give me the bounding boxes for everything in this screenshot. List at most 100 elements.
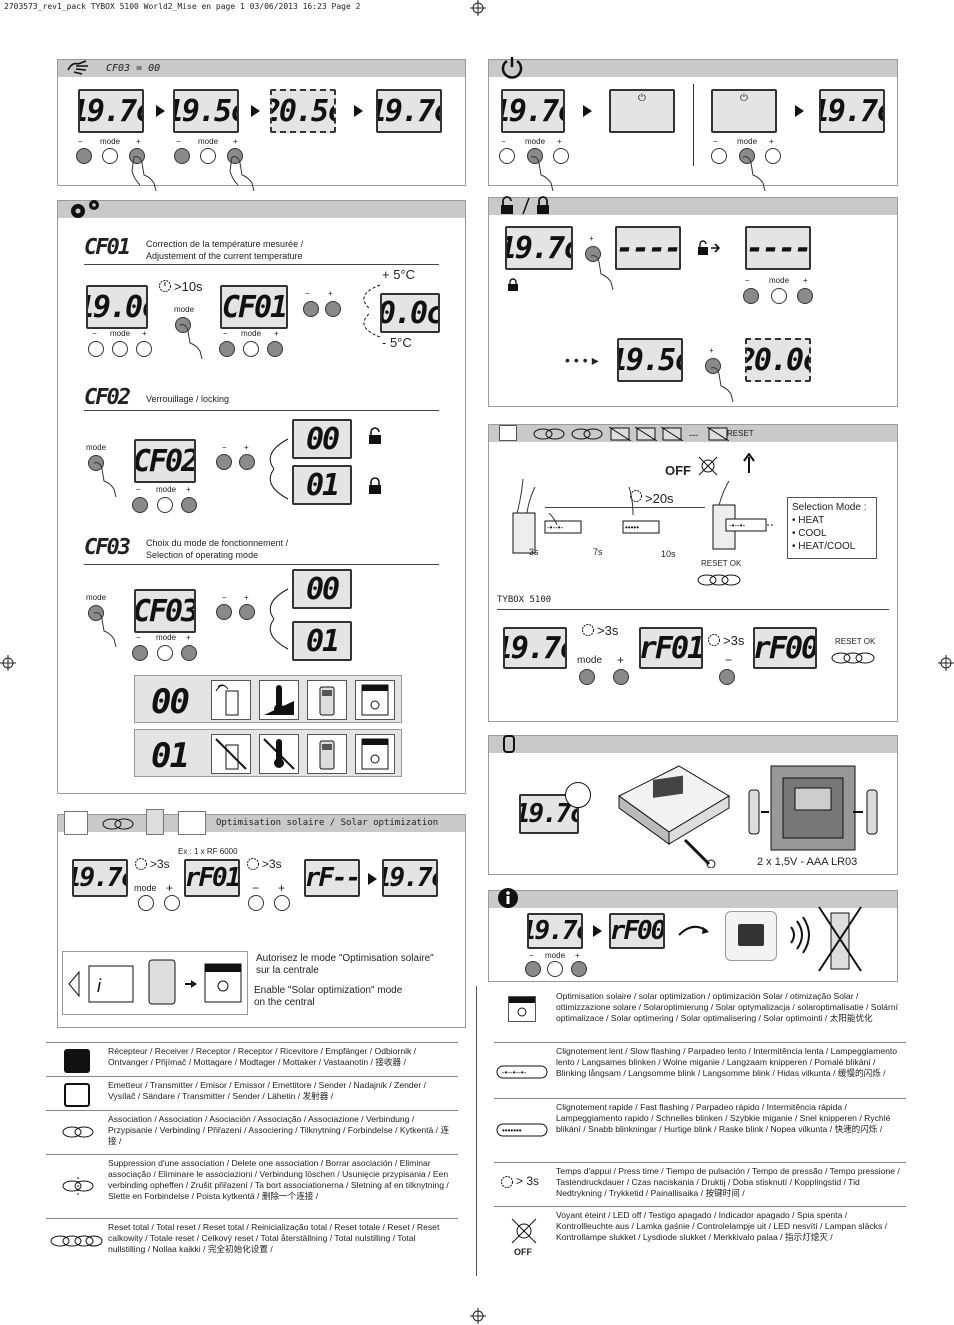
solar-central-icon <box>508 996 536 1022</box>
plus-button[interactable] <box>181 645 197 661</box>
choice-arrows-icon <box>258 429 290 509</box>
svg-text:-•--•-: -•--•- <box>547 523 564 532</box>
lcd-display-off: ⏻ <box>609 89 675 133</box>
plus-button[interactable] <box>164 895 180 911</box>
timer-icon <box>158 279 172 293</box>
lcd-display: rF00 <box>609 913 665 949</box>
mode-button[interactable] <box>200 148 216 164</box>
minus-button[interactable] <box>743 288 759 304</box>
mode-button[interactable] <box>112 341 128 357</box>
minus-button[interactable] <box>76 148 92 164</box>
lcd-display: rF-- <box>304 859 360 897</box>
legend-row-solar: Optimisation solaire / solar optimizatio… <box>494 988 906 1040</box>
minus-button[interactable] <box>525 961 541 977</box>
lcd-option: 01 <box>292 621 352 661</box>
minus-button[interactable] <box>88 341 104 357</box>
receiver-press-illustration <box>503 469 543 555</box>
plus-button[interactable] <box>239 604 255 620</box>
lcd-display-off: ⏻ <box>711 89 777 133</box>
lcd-display: 19.7c <box>527 913 583 949</box>
section-reset: --- RESET -•--•- ••••• 3s 7s 10s >20s OF… <box>488 424 898 722</box>
mode-button[interactable] <box>157 497 173 513</box>
gears-icon <box>66 197 106 221</box>
battery-icon <box>503 734 515 754</box>
plus-button[interactable] <box>274 895 290 911</box>
plus-button[interactable] <box>613 669 629 685</box>
minus-button[interactable] <box>248 895 264 911</box>
minus-button[interactable] <box>499 148 515 164</box>
section-info: 19.7c rF00 − mode + <box>488 887 898 982</box>
print-header: 2703573_rev1_pack TYBOX 5100 World2_Mise… <box>4 2 361 11</box>
thermometer-disabled-icon <box>259 734 299 774</box>
lock-icon <box>368 477 382 495</box>
slow-flash-icon: -•--•- <box>543 517 583 537</box>
mode-button[interactable] <box>739 148 755 164</box>
lcd-display: CF01 <box>220 285 288 329</box>
mode-button[interactable] <box>138 895 154 911</box>
plus-button[interactable] <box>553 148 569 164</box>
minus-button[interactable] <box>174 148 190 164</box>
hand-icon <box>66 58 90 78</box>
svg-text:•••••••: ••••••• <box>502 1126 522 1135</box>
model-label: TYBOX 5100 <box>497 595 552 605</box>
minus-button[interactable] <box>303 301 319 317</box>
legend-right: Optimisation solaire / solar optimizatio… <box>494 988 906 1270</box>
mode-button[interactable] <box>771 288 787 304</box>
power-icon: ⏻ <box>638 93 646 104</box>
arrow-right-icon <box>593 925 602 937</box>
plus-button[interactable] <box>181 497 197 513</box>
mode-button[interactable] <box>579 669 595 685</box>
led-off-icon <box>697 455 719 477</box>
lcd-display: 19.7c <box>819 89 885 133</box>
fast-flash-icon: ••••••• <box>496 1123 554 1137</box>
plus-button[interactable] <box>765 148 781 164</box>
adjust-arrows-icon <box>350 281 382 341</box>
mode-row-00: 00 <box>134 675 402 723</box>
curved-arrow-icon <box>677 921 711 937</box>
receiver-icon <box>64 1049 90 1073</box>
cf02-code: CF02 <box>84 385 131 410</box>
timer-icon <box>581 623 595 637</box>
minus-button[interactable] <box>216 454 232 470</box>
lcd-display: 19.7c <box>78 89 144 133</box>
mode-button[interactable] <box>102 148 118 164</box>
section-solar-optimization: Optimisation solaire / Solar optimizatio… <box>57 809 466 1028</box>
mode-button[interactable] <box>157 645 173 661</box>
minus-button[interactable] <box>132 497 148 513</box>
legend-row-slow-flash: -•--•--•- Clignotement lent / Slow flash… <box>494 1042 906 1096</box>
timer-icon <box>707 633 721 647</box>
fast-flash-icon: ••••• <box>621 517 661 537</box>
minus-button[interactable] <box>219 341 235 357</box>
minus-button[interactable] <box>711 148 727 164</box>
legend-left: Récepteur / Receiver / Receptor / Recept… <box>46 1042 458 1276</box>
led-off-icon <box>510 1217 538 1245</box>
plus-button[interactable] <box>267 341 283 357</box>
plus-button[interactable] <box>325 301 341 317</box>
plus-button[interactable] <box>797 288 813 304</box>
mode-button[interactable] <box>527 148 543 164</box>
minus-button[interactable] <box>132 645 148 661</box>
mode-button[interactable] <box>243 341 259 357</box>
plus-button[interactable] <box>136 341 152 357</box>
info-icon <box>497 887 519 909</box>
cf03-code: CF03 <box>84 535 131 560</box>
minus-button[interactable] <box>719 669 735 685</box>
svg-text:•••••: ••••• <box>625 523 639 532</box>
arrow-right-icon <box>583 105 592 117</box>
plus-button[interactable] <box>571 961 587 977</box>
radio-waves-icon <box>787 915 811 955</box>
plus-button[interactable] <box>239 454 255 470</box>
lcd-display: ---- <box>615 226 681 270</box>
thermostat-icon <box>64 811 88 835</box>
arrow-right-icon <box>795 105 804 117</box>
lcd-option: 00 <box>292 569 352 609</box>
arrow-right-icon <box>354 105 363 117</box>
delete-association-icon <box>60 1177 96 1195</box>
mode-button[interactable] <box>547 961 563 977</box>
lcd-display: 19.7c <box>503 627 567 669</box>
arrow-right-icon <box>368 873 377 885</box>
registration-mark-icon <box>470 1308 486 1324</box>
minus-button[interactable] <box>216 604 232 620</box>
receiver-illustration <box>709 479 737 551</box>
lcd-display: 19.5c <box>173 89 239 133</box>
